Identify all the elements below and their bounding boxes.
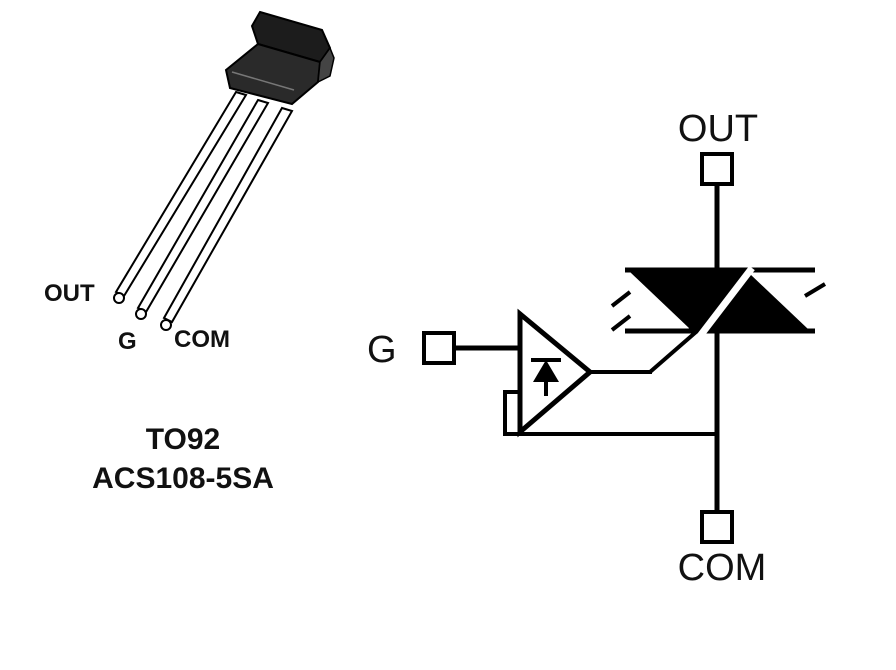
package-pin-com-label: COM bbox=[174, 326, 230, 353]
gate-driver-diode bbox=[533, 360, 559, 382]
part-number: ACS108-5SA bbox=[92, 462, 274, 495]
triac-diode-down bbox=[630, 272, 752, 329]
com-terminal bbox=[700, 510, 734, 544]
lead-g-end bbox=[135, 308, 147, 320]
out-terminal bbox=[700, 152, 734, 186]
gate-terminal bbox=[422, 331, 456, 365]
schematic-com-label: COM bbox=[678, 547, 767, 589]
lead-out bbox=[114, 90, 248, 298]
package-body-side bbox=[317, 46, 335, 84]
lead-com-end bbox=[160, 319, 172, 331]
acs-schematic bbox=[422, 152, 827, 544]
gate-driver-triangle bbox=[517, 308, 594, 438]
triac-tick-right bbox=[803, 282, 827, 298]
package-name: TO92 bbox=[146, 423, 221, 456]
package-pin-out-label: OUT bbox=[44, 280, 95, 307]
to92-package bbox=[113, 10, 335, 331]
lead-g bbox=[136, 98, 270, 314]
package-pin-g-label: G bbox=[118, 328, 137, 355]
driver-return-wire bbox=[503, 390, 717, 436]
package-leads bbox=[114, 90, 294, 324]
lead-out-end bbox=[113, 292, 125, 304]
triac-tick-upper-left bbox=[610, 290, 632, 308]
schematic-out-label: OUT bbox=[678, 108, 758, 150]
lead-com bbox=[162, 106, 294, 324]
schematic-gate-label: G bbox=[367, 329, 397, 371]
triac-tick-lower-left bbox=[610, 314, 632, 332]
